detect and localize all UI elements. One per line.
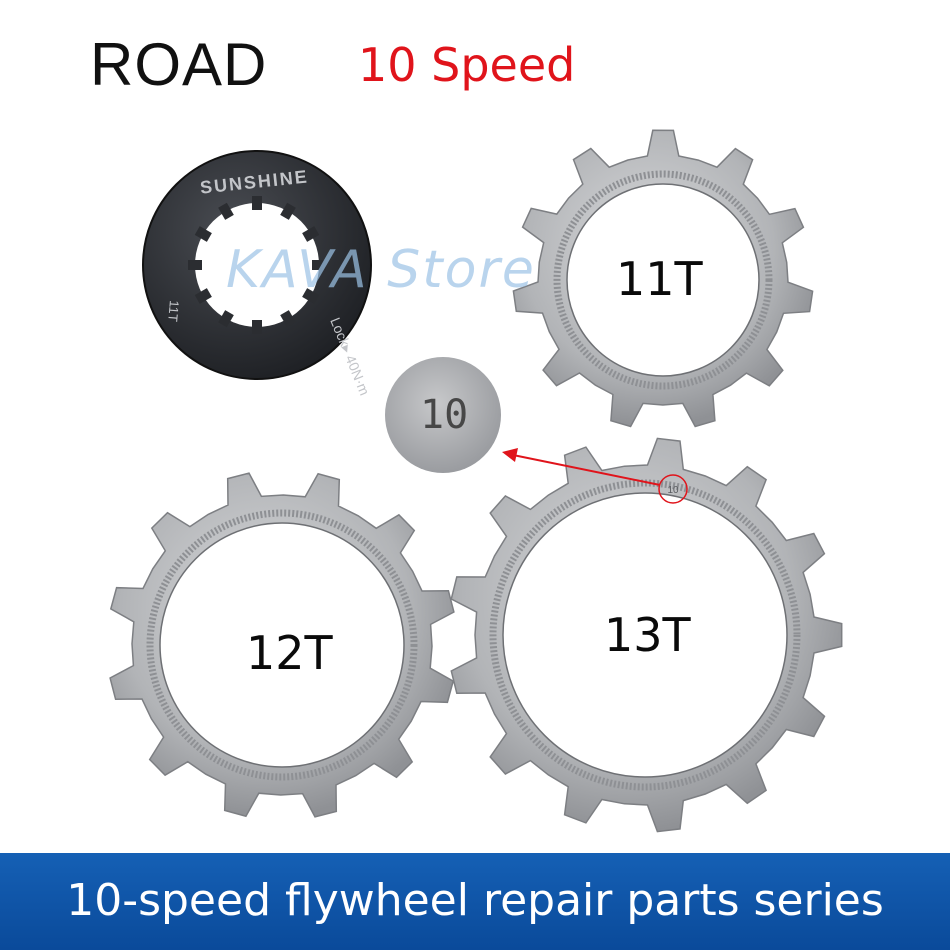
lockring-spline <box>252 320 262 334</box>
lockring-spline <box>252 196 262 210</box>
lockring-spline <box>194 288 212 304</box>
cog-12t-center-hole <box>159 522 405 768</box>
lockring-size: 11T <box>165 300 182 323</box>
lockring-spline <box>188 260 202 270</box>
engraving-marker <box>658 474 688 504</box>
cog-11t <box>512 129 814 428</box>
cog-13t-knurl-ring <box>489 479 801 791</box>
cog-13t <box>450 437 843 833</box>
lockring-spline <box>218 202 234 220</box>
lockring-spline <box>302 288 320 304</box>
cog-11t-knurl-ring <box>553 170 773 390</box>
lockring-spline <box>194 226 212 242</box>
cog-12t-label: 12T <box>246 626 333 680</box>
cog-11t-center-hole <box>566 183 760 377</box>
lockring-spline <box>218 310 234 328</box>
lockring-splines <box>188 196 326 334</box>
zoom-detail-circle <box>385 357 501 473</box>
cog-12t-knurl-ring <box>146 509 418 781</box>
zoom-detail-text: 10 <box>420 392 469 438</box>
speed-title: 10 Speed <box>358 38 576 92</box>
cog-13t-center-hole <box>502 492 788 778</box>
cog-12t <box>109 472 455 818</box>
category-title: ROAD <box>90 31 268 98</box>
caption-text: 10-speed flywheel repair parts series <box>66 875 884 926</box>
lockring <box>142 150 372 380</box>
caption-banner: 10-speed flywheel repair parts series <box>0 853 950 950</box>
callout-arrow <box>512 454 661 486</box>
lockring-spline <box>280 202 296 220</box>
callout-arrowhead <box>502 448 518 462</box>
lockring-spline <box>312 260 326 270</box>
store-watermark: KAVA Store <box>226 240 536 300</box>
lockring-spline <box>280 310 296 328</box>
cog-11t-label: 11T <box>616 252 703 306</box>
lockring-spline <box>302 226 320 242</box>
engraved-mark: 10 <box>667 485 679 496</box>
cog-13t-label: 13T <box>604 608 691 662</box>
